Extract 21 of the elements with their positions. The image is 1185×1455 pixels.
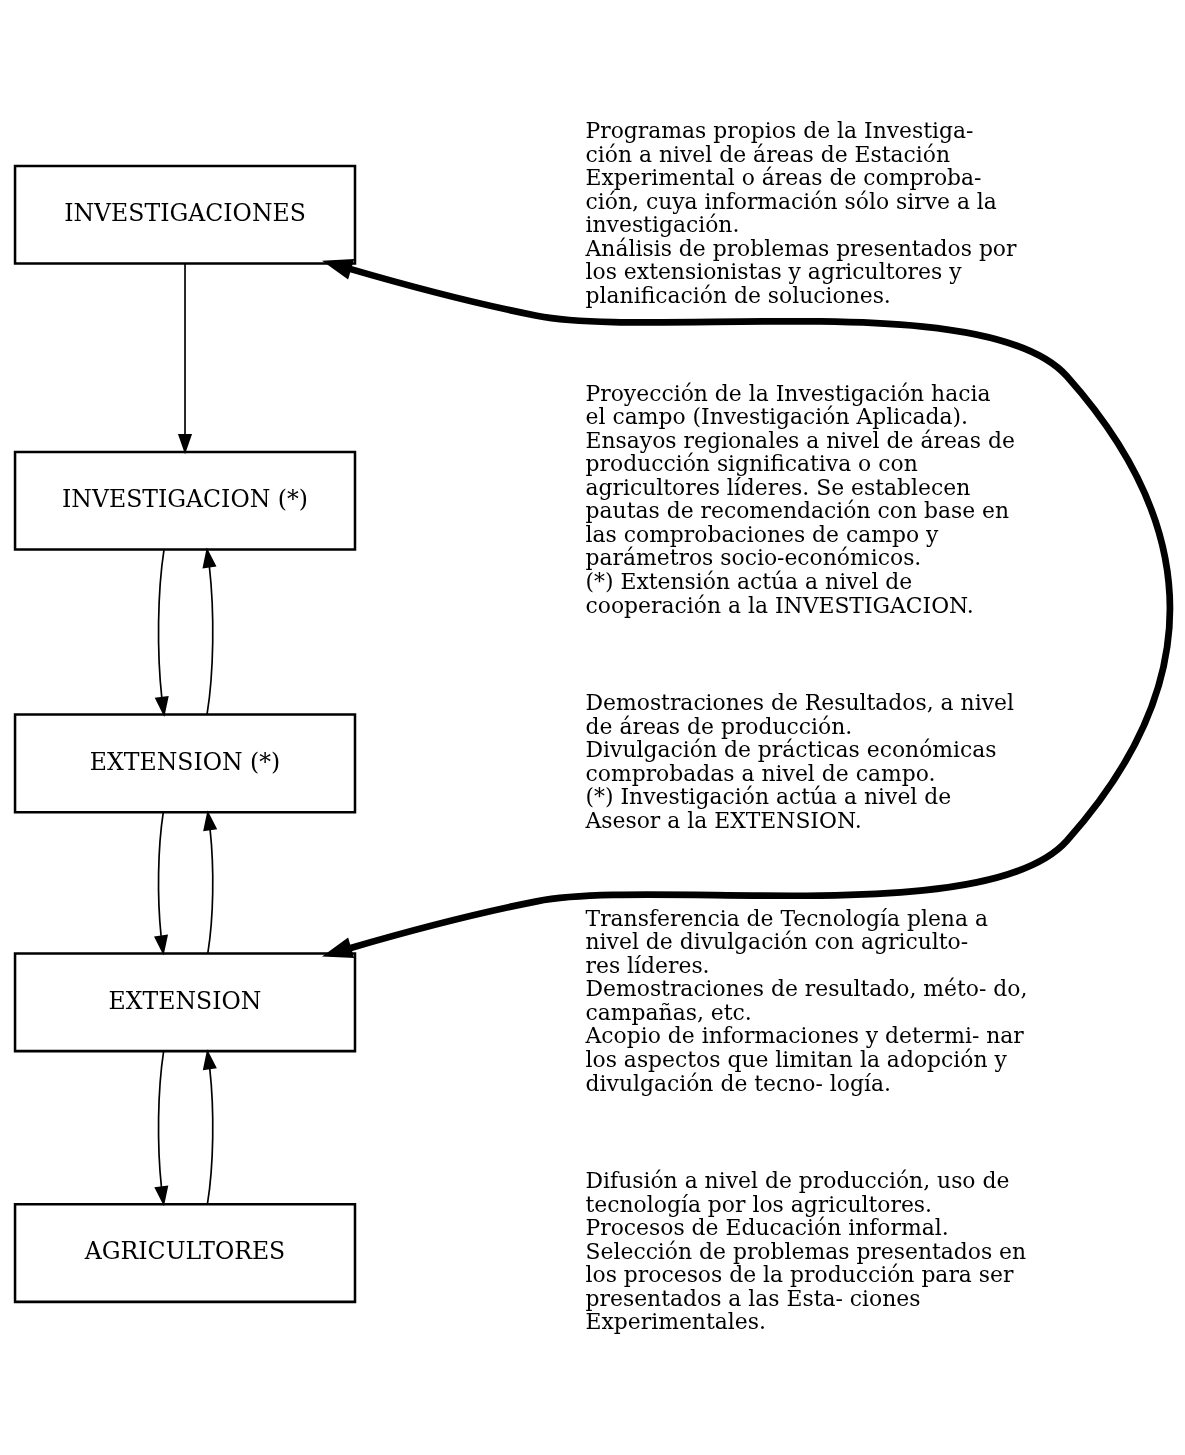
node-label: Selección de problemas presentados en los procesos de la producción para ser presentados a las Esta- ciones Experimentales. — [585, 1238, 1027, 1334]
node-label: Análisis de problemas presentados por los extensionistas y agricultores y planificación de soluciones. — [585, 235, 1017, 308]
node-label: Demostraciones de Resultados, a nivel de áreas de producción. — [585, 689, 1014, 739]
arrow — [202, 1048, 217, 1205]
arrow — [322, 258, 1173, 958]
arrow — [154, 548, 169, 717]
node-box: INVESTIGACION (*) — [13, 450, 357, 551]
arrow — [154, 811, 169, 956]
node-label: Programas propios de la Investiga- ción a nivel de áreas de Estación Experimental o áreas de comproba- ción, cuya información sólo sirve a la investigación. — [585, 117, 997, 237]
arrow — [177, 262, 193, 454]
node-box: AGRICULTORES — [13, 1202, 357, 1303]
node-label: Transferencia de Tecnología plena a nivel de divulgación con agriculto- res líderes. — [585, 905, 988, 978]
node-label: Proyección de la Investigación hacia el campo (Investigación Aplicada). — [585, 380, 991, 429]
node-box: INVESTIGACIONES — [13, 164, 357, 265]
node-label: Difusión a nivel de producción, uso de tecnología por los agricultores. — [585, 1167, 1010, 1217]
node-box: EXTENSION (*) — [13, 712, 357, 813]
arrow — [202, 547, 217, 715]
node-label: Demostraciones de resultado, méto- do, campañas, etc. — [585, 975, 1028, 1025]
node-box: EXTENSION — [13, 951, 357, 1052]
arrow — [154, 1050, 169, 1206]
arrow — [203, 809, 218, 954]
